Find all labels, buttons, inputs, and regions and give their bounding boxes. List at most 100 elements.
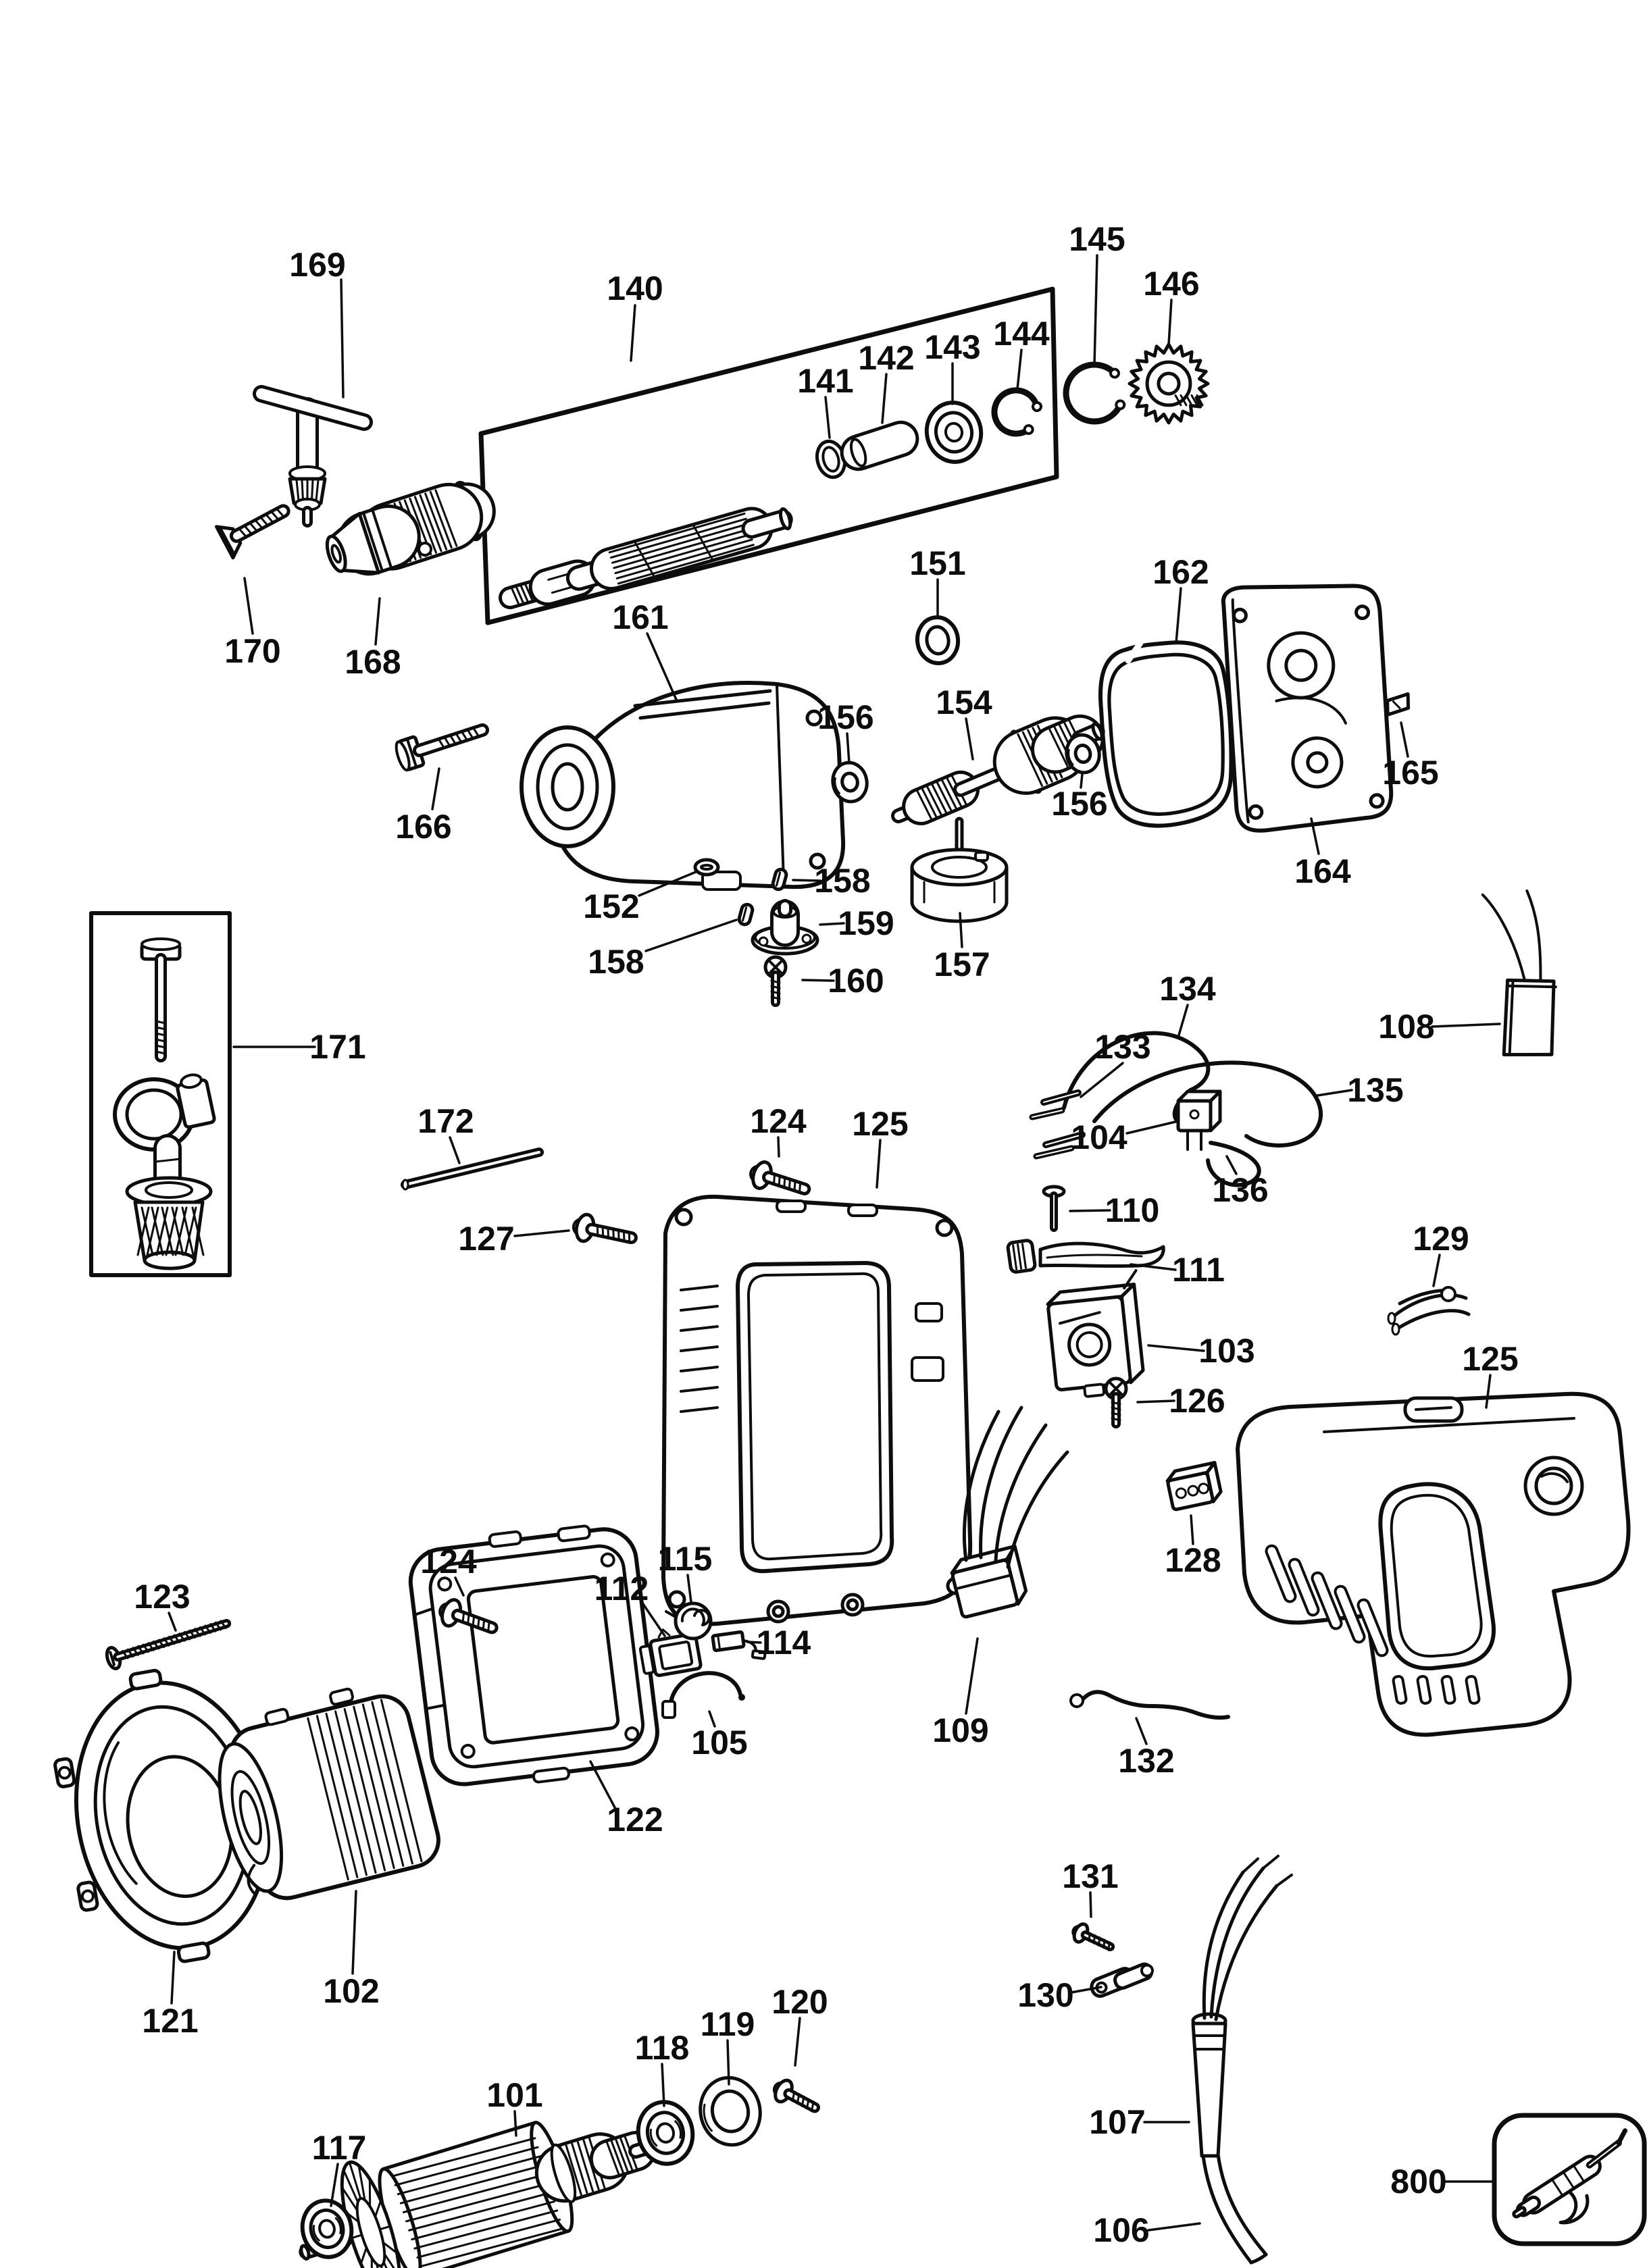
leader-line-132 [1135, 1717, 1148, 1745]
part-label-134: 134 [1159, 970, 1216, 1008]
part-label-140: 140 [607, 269, 663, 307]
part-124-drawing [438, 1598, 499, 1634]
part-label-151: 151 [909, 544, 965, 582]
part-119-drawing [699, 2076, 762, 2147]
part-128-drawing [1165, 1461, 1223, 1512]
part-label-105: 105 [691, 1724, 747, 1761]
leader-line-115 [686, 1574, 692, 1603]
part-label-141: 141 [797, 362, 853, 400]
leader-line-164 [1310, 817, 1320, 855]
part-label-106: 106 [1093, 2211, 1149, 2249]
part-label-124: 124 [420, 1543, 477, 1580]
part-label-142: 142 [858, 339, 914, 377]
leader-line-135 [1316, 1089, 1353, 1097]
part-label-117: 117 [312, 2129, 367, 2167]
part-label-114: 114 [757, 1624, 811, 1661]
part-label-156: 156 [1051, 785, 1107, 823]
part-126-drawing [1104, 1376, 1128, 1428]
leader-line-110 [1069, 1209, 1111, 1212]
leader-line-159 [819, 922, 845, 926]
part-115-drawing [665, 1601, 713, 1641]
part-label-103: 103 [1198, 1332, 1255, 1370]
leader-line-112 [640, 1601, 666, 1637]
part-158-drawing [737, 902, 755, 927]
part-label-120: 120 [771, 1983, 828, 2021]
part-170-drawing [214, 504, 290, 560]
part-label-143: 143 [924, 328, 980, 366]
part-label-160: 160 [828, 962, 884, 1000]
part-111-drawing [1006, 1239, 1165, 1274]
part-label-124: 124 [750, 1102, 807, 1140]
leader-line-129 [1432, 1254, 1441, 1287]
leader-line-145 [1093, 254, 1098, 366]
leader-line-168 [374, 597, 381, 646]
part-123-drawing [105, 1619, 232, 1671]
part-label-146: 146 [1143, 265, 1199, 303]
part-120-drawing [772, 2078, 820, 2113]
part-122-drawing [408, 1524, 659, 1786]
leader-line-108 [1431, 1023, 1501, 1028]
leader-line-157 [959, 912, 963, 948]
part-160-drawing [763, 955, 788, 1007]
part-label-144: 144 [993, 315, 1050, 353]
leader-line-114 [746, 1641, 762, 1644]
leader-line-102 [351, 1890, 357, 1975]
leader-line-169 [340, 278, 345, 398]
part-label-108: 108 [1378, 1008, 1434, 1046]
leader-line-170 [243, 577, 254, 635]
part-label-162: 162 [1152, 553, 1209, 591]
leader-line-141 [824, 396, 831, 439]
part-159-drawing [751, 899, 819, 956]
part-108-drawing [1481, 889, 1557, 1057]
leader-line-109 [965, 1637, 979, 1715]
part-label-125: 125 [852, 1105, 908, 1143]
leader-line-140 [630, 304, 636, 362]
part-118-drawing [636, 2100, 695, 2166]
part-130-drawing [1090, 1962, 1154, 1998]
part-162-drawing [1098, 640, 1234, 828]
part-label-172: 172 [417, 1102, 474, 1140]
part-109-drawing [950, 1406, 1069, 1619]
leader-line-104 [1125, 1120, 1180, 1135]
leader-line-166 [431, 767, 440, 810]
part-label-128: 128 [1165, 1541, 1221, 1579]
part-label-130: 130 [1017, 1976, 1073, 2014]
leader-line-161 [646, 632, 678, 702]
part-156-drawing [1065, 733, 1101, 775]
part-124-drawing [749, 1160, 811, 1195]
leader-line-103 [1147, 1344, 1205, 1352]
leader-line-165 [1400, 721, 1409, 758]
part-125-drawing [1236, 1391, 1631, 1737]
leader-line-123 [168, 1612, 177, 1632]
leader-line-106 [1147, 2222, 1201, 2232]
part-146-drawing [1127, 342, 1210, 425]
leader-line-126 [1136, 1399, 1175, 1403]
part-157-drawing [910, 817, 1009, 923]
part-label-111: 111 [1172, 1251, 1225, 1289]
part-169-drawing [253, 385, 373, 527]
part-121-drawing [53, 1668, 274, 1963]
part-172-drawing [401, 1148, 544, 1191]
leader-line-105 [708, 1710, 716, 1728]
part-label-154: 154 [936, 684, 992, 721]
part-114-drawing [711, 1630, 767, 1660]
part-label-171: 171 [309, 1028, 365, 1066]
part-label-166: 166 [395, 808, 451, 846]
leader-line-160 [801, 979, 835, 982]
part-144-drawing [991, 387, 1042, 437]
part-label-156: 156 [817, 698, 873, 736]
leader-line-127 [513, 1229, 570, 1237]
leader-line-125 [876, 1139, 882, 1189]
leader-line-119 [726, 2039, 730, 2086]
part-label-159: 159 [838, 904, 894, 942]
part-label-800: 800 [1390, 2163, 1446, 2200]
leader-line-152 [638, 871, 697, 897]
leader-line-124 [454, 1576, 465, 1597]
part-label-161: 161 [612, 598, 668, 636]
part-label-158: 158 [588, 943, 644, 981]
part-label-101: 101 [486, 2076, 542, 2114]
leader-line-101 [513, 2110, 517, 2137]
part-131-drawing [1071, 1922, 1115, 1951]
